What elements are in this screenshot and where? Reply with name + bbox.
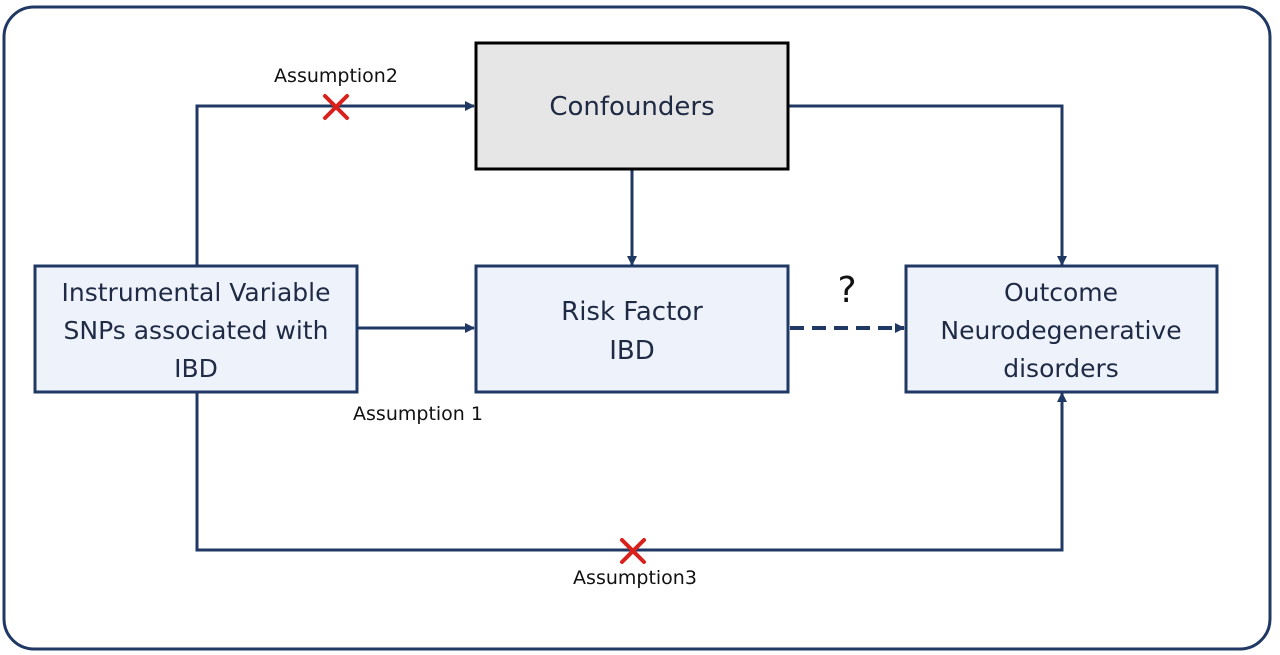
instrumental-line-2: SNPs associated with	[64, 316, 329, 345]
assumption-3-label: Assumption3	[573, 567, 697, 589]
arrow-iv-to-confounders	[195, 101, 475, 266]
assumption-1-label: Assumption 1	[353, 403, 483, 425]
cross-icon-assumption-3	[620, 538, 646, 564]
instrumental-line-3: IBD	[174, 354, 218, 383]
outcome-line-1: Outcome	[1004, 278, 1118, 307]
confounders-label: Confounders	[549, 92, 714, 122]
cross-icon-assumption-2	[323, 94, 349, 120]
outcome-node: Outcome Neurodegenerative disorders	[904, 264, 1219, 394]
outcome-line-2: Neurodegenerative	[940, 316, 1181, 345]
confounders-node: Confounders	[474, 41, 790, 171]
risk-factor-node: Risk Factor IBD	[474, 264, 790, 394]
instrumental-line-1: Instrumental Variable	[62, 278, 331, 307]
outcome-line-3: disorders	[1003, 354, 1119, 383]
assumption-2-label: Assumption2	[274, 65, 398, 87]
arrow-confounders-to-outcome	[788, 104, 1067, 266]
risk-factor-line-1: Risk Factor	[561, 297, 703, 327]
question-mark: ?	[837, 270, 856, 311]
instrumental-variable-node: Instrumental Variable SNPs associated wi…	[33, 264, 359, 394]
risk-factor-line-2: IBD	[609, 336, 655, 366]
